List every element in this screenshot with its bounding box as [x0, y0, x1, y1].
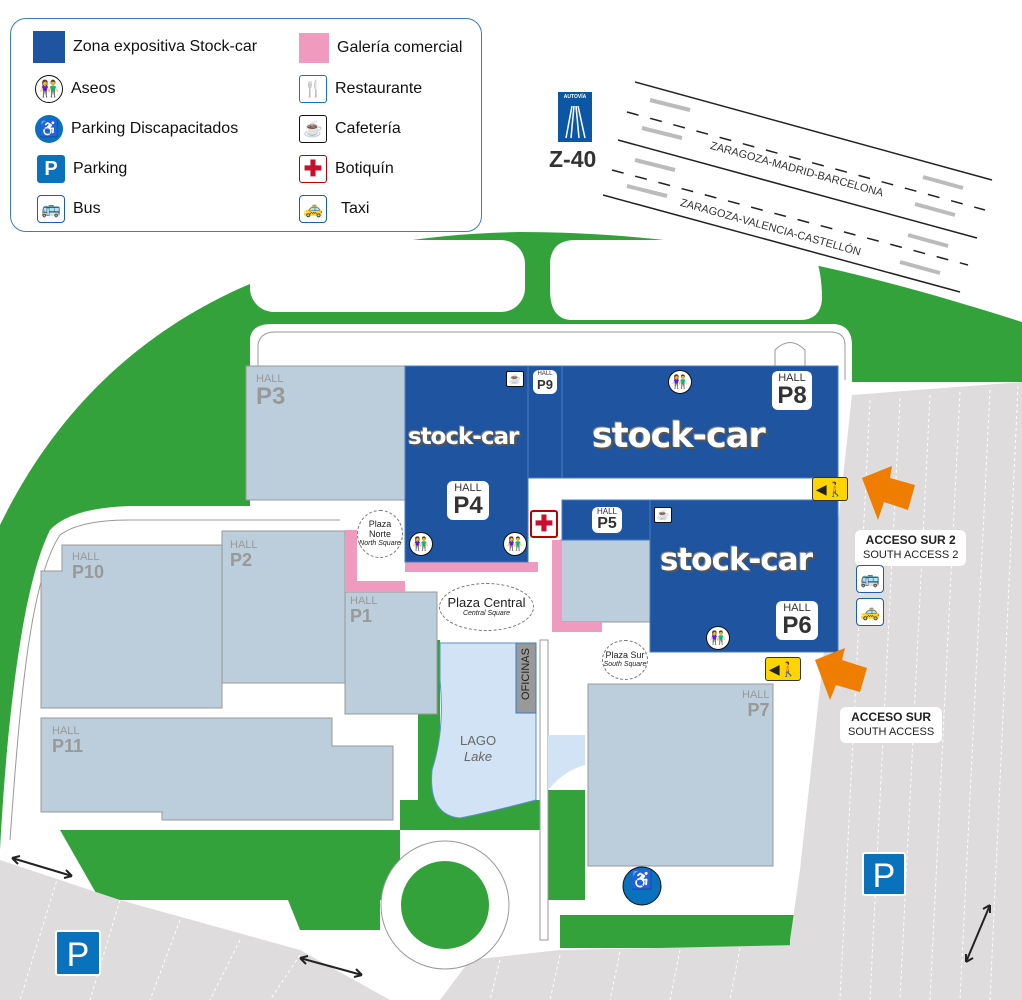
entrance-sign-icon: ◀🚶: [765, 657, 801, 681]
bus-icon: 🚌: [37, 195, 65, 223]
access-arrow-sur: [815, 648, 867, 700]
exhibit-zone-swatch: [33, 31, 65, 63]
parking-icon: P: [37, 155, 65, 183]
cafe-icon: ☕: [506, 371, 524, 387]
hall-p3: [245, 365, 406, 501]
stock-car-logo: stock-car: [592, 416, 766, 456]
legend-item: ☕Cafetería: [299, 115, 401, 143]
wheelchair-glyph: ♿: [630, 870, 654, 890]
bus-icon: 🚌: [856, 565, 884, 593]
stock-car-logo: stock-car: [660, 542, 813, 578]
toilets-icon: 👫: [706, 626, 730, 650]
legend: Zona expositiva Stock-car 👫Aseos ♿Parkin…: [10, 18, 482, 232]
restaurant-icon: 🍴: [299, 75, 327, 103]
green-island: [550, 240, 822, 320]
first-aid-icon: ✚: [299, 155, 327, 183]
hall-p4: [404, 365, 529, 563]
stock-car-logo: stock-car: [408, 424, 519, 450]
highway-code: Z-40: [549, 146, 597, 172]
taxi-icon: 🚕: [299, 195, 327, 223]
shopping-gallery-swatch: [299, 33, 329, 63]
green-island: [250, 240, 525, 312]
first-aid-icon: ✚: [530, 510, 558, 538]
hall-p1: [344, 591, 438, 715]
gallery-south: [552, 540, 602, 632]
hall-p11: [40, 717, 394, 821]
cafe-icon: ☕: [299, 115, 327, 143]
toilets-icon: 👫: [35, 75, 63, 103]
disabled-parking-icon: ♿: [35, 115, 63, 143]
toilets-icon: 👫: [668, 370, 692, 394]
toilets-icon: 👫: [409, 532, 433, 556]
toilets-icon: 👫: [503, 532, 527, 556]
legend-item: ✚Botiquín: [299, 155, 394, 183]
legend-item: Zona expositiva Stock-car: [33, 31, 257, 63]
legend-item: 🍴Restaurante: [299, 75, 422, 103]
gallery-north: [345, 530, 538, 592]
parking-sign: P: [862, 852, 906, 896]
hall-p7: [587, 683, 774, 867]
legend-item: 🚌Bus: [37, 195, 101, 223]
offices-building: [515, 642, 537, 714]
legend-item: Galería comercial: [299, 33, 462, 63]
legend-item: ♿Parking Discapacitados: [35, 115, 238, 143]
legend-item: 👫Aseos: [35, 75, 115, 103]
hall-p2: [221, 530, 346, 684]
cafe-icon: ☕: [654, 507, 672, 523]
lake: [431, 642, 537, 819]
autovia-sign: [558, 92, 592, 142]
hall-p10: [40, 544, 223, 709]
disabled-parking-icon: [622, 866, 662, 906]
legend-item: 🚕Taxi: [299, 195, 369, 223]
access-arrow-sur2: [862, 466, 915, 520]
taxi-icon: 🚕: [856, 598, 884, 626]
parking-area-south: [440, 945, 800, 1000]
autovia-label: AUTOVÍA: [563, 94, 587, 100]
entrance-sign-icon: ◀🚶: [812, 477, 848, 501]
offices-label: OFICINAS: [520, 648, 532, 700]
parking-sign: P: [55, 930, 101, 976]
